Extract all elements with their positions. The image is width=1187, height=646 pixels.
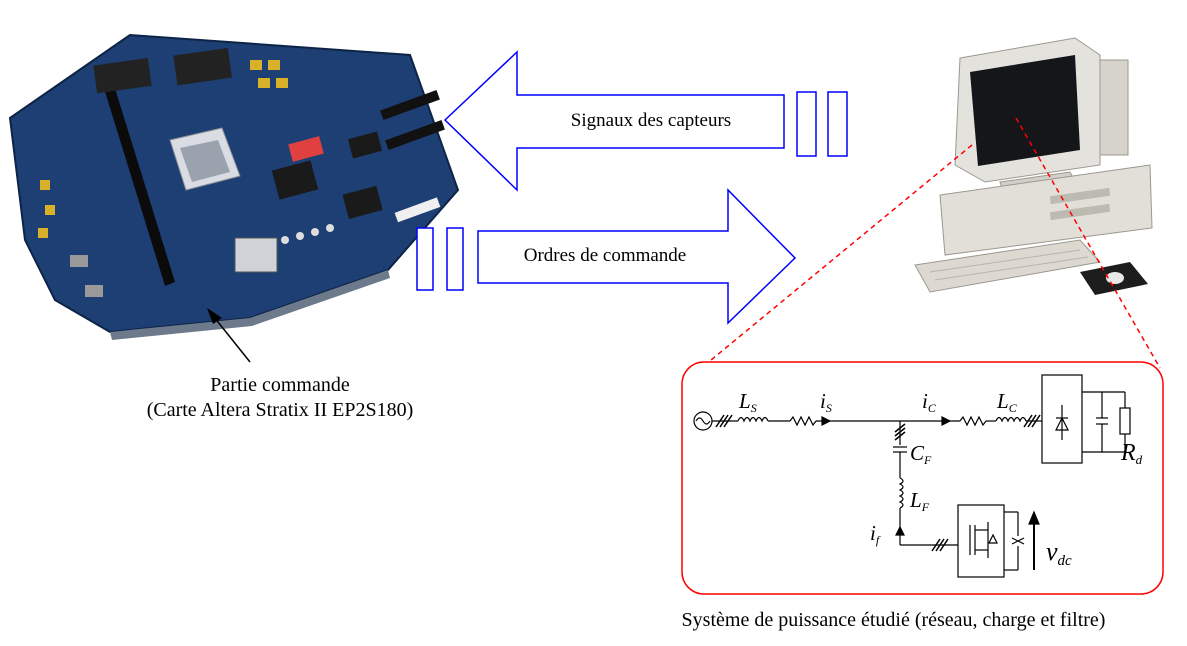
- board-caption-title: Partie commande: [70, 373, 490, 397]
- fpga-board-image: [10, 35, 458, 340]
- computer-image: [915, 38, 1152, 295]
- command-orders-label: Ordres de commande: [480, 244, 730, 268]
- circuit-frame: [682, 362, 1163, 594]
- sensor-signals-label: Signaux des capteurs: [520, 109, 782, 133]
- system-caption: Système de puissance étudié (réseau, cha…: [600, 608, 1187, 632]
- board-caption-subtitle: (Carte Altera Stratix II EP2S180): [70, 398, 490, 422]
